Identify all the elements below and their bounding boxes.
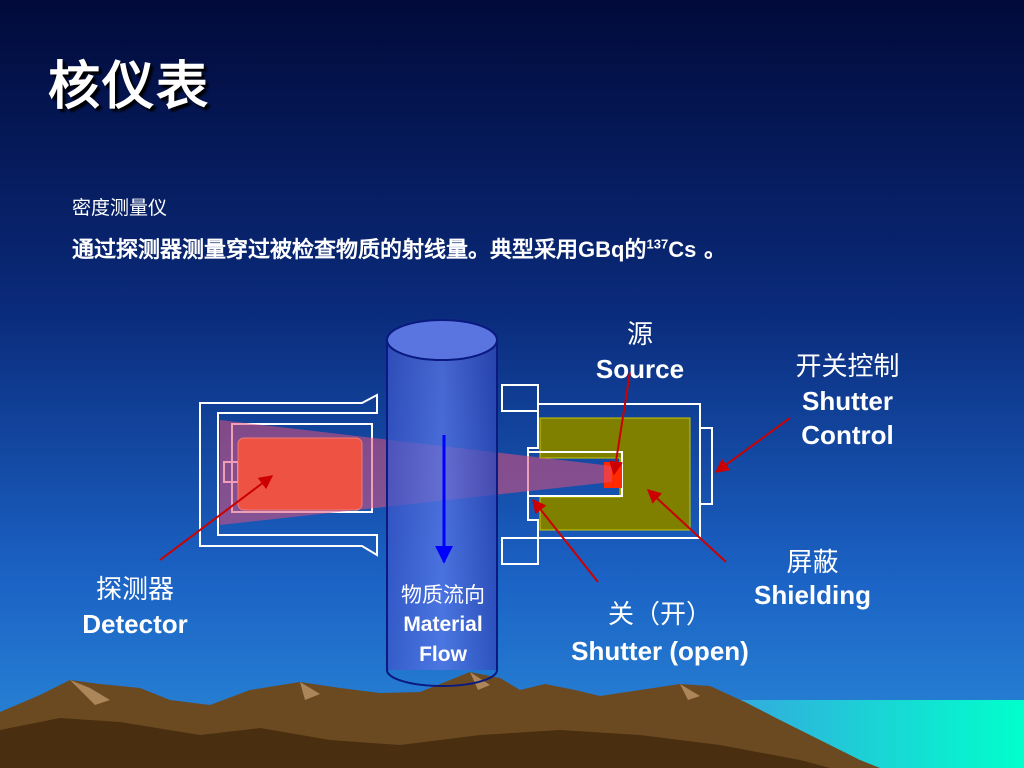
material-pipe	[386, 319, 498, 687]
label-material-flow-en-1: Material	[403, 613, 483, 636]
slide-description: 通过探测器测量穿过被检查物质的射线量。典型采用GBq的137Cs 。	[72, 232, 726, 264]
label-source-zh: 源	[626, 320, 653, 350]
label-shutter-control-en-2: Control	[801, 420, 894, 450]
label-detector-en: Detector	[82, 609, 188, 639]
description-connector: 的	[624, 238, 647, 263]
detector-pointer	[159, 475, 274, 561]
label-source: 源 Source	[580, 318, 700, 386]
description-text: 通过探测器测量穿过被检查物质的射线量。典型采用	[72, 238, 579, 263]
pointer-arrows	[159, 371, 791, 583]
description-end: 。	[696, 238, 726, 263]
label-material-flow-en-2: Flow	[419, 643, 467, 666]
description-unit: GBq	[578, 237, 625, 262]
shutter-open-pointer	[532, 498, 599, 583]
label-shielding-zh: 屏蔽	[786, 548, 839, 578]
label-shutter-open-zh: 关（开）	[607, 600, 712, 630]
isotope-mass: 137	[646, 236, 669, 252]
slide-subtitle: 密度测量仪	[72, 197, 168, 219]
label-shutter-control: 开关控制 Shutter Control	[775, 350, 920, 452]
label-shielding: 屏蔽 Shielding	[735, 547, 890, 611]
shutter-control-pointer	[714, 417, 791, 473]
label-shutter-open: 关（开） Shutter (open)	[540, 597, 780, 669]
label-shutter-control-zh: 开关控制	[795, 352, 900, 382]
label-detector: 探测器 Detector	[60, 573, 210, 641]
label-source-en: Source	[595, 354, 685, 384]
slide-title: 核仪表	[48, 56, 211, 117]
label-shutter-open-en: Shutter (open)	[571, 636, 749, 666]
source-pointer	[609, 371, 631, 476]
shielding-pointer	[646, 489, 727, 563]
label-shielding-en: Shielding	[754, 580, 871, 610]
label-material-flow: 物质流向 Material Flow	[383, 580, 503, 670]
label-shutter-control-en-1: Shutter	[802, 386, 893, 416]
label-detector-zh: 探测器	[95, 575, 174, 605]
mountains-decoration	[0, 672, 880, 768]
isotope-symbol: Cs	[668, 237, 697, 262]
label-material-flow-zh: 物质流向	[401, 583, 485, 607]
source-housing	[501, 384, 713, 565]
